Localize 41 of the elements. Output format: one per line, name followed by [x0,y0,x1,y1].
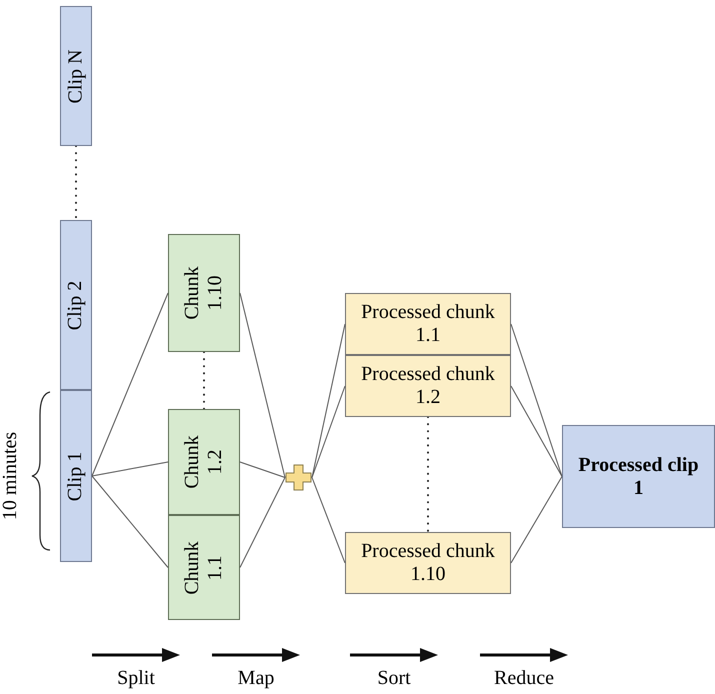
clip-label: Clip N [64,49,88,103]
clip-bar [60,220,92,390]
box-label: Processed chunk 1.10 [360,540,496,586]
box-label: Processed chunk 1.2 [360,363,496,409]
clip-bar [60,390,92,562]
processed-chunk-box [345,532,511,594]
clip-bar [60,6,92,146]
chunk-box [168,409,240,515]
processed-chunk-box [345,293,511,355]
chunk-label: Chunk 1.10 [181,265,227,322]
connector-line [510,324,562,477]
chunk-label: Chunk 1.2 [181,434,227,491]
dotted-line [203,351,205,410]
connector-line [510,476,562,564]
connector-line [240,477,286,568]
step-label: Split [116,666,156,691]
chunk-label: Chunk 1.1 [181,540,227,596]
connector-line [312,477,346,564]
connector-line [240,292,286,478]
connector-line [92,292,168,476]
clip-label: Clip 1 [64,451,88,501]
processed-clip-box [562,425,715,528]
connector-line [312,386,346,478]
box-label: Processed clip 1 [577,454,700,500]
connector-line [510,386,562,477]
duration-label: 10 minutes [0,430,20,522]
step-label: Reduce [493,666,555,691]
connector-line [240,462,286,478]
chunk-box [168,515,240,620]
plus-symbol [285,464,312,491]
step-label: Map [236,666,276,691]
box-label: Processed chunk 1.1 [360,301,496,347]
dotted-line [75,145,77,221]
step-label: Sort [376,666,412,691]
connector-line [312,324,346,478]
dotted-line [427,416,429,533]
connector-line [92,476,168,568]
clip-label: Clip 2 [64,280,88,330]
connector-line [92,462,168,476]
chunk-box [168,234,240,352]
processed-chunk-box [345,355,511,417]
